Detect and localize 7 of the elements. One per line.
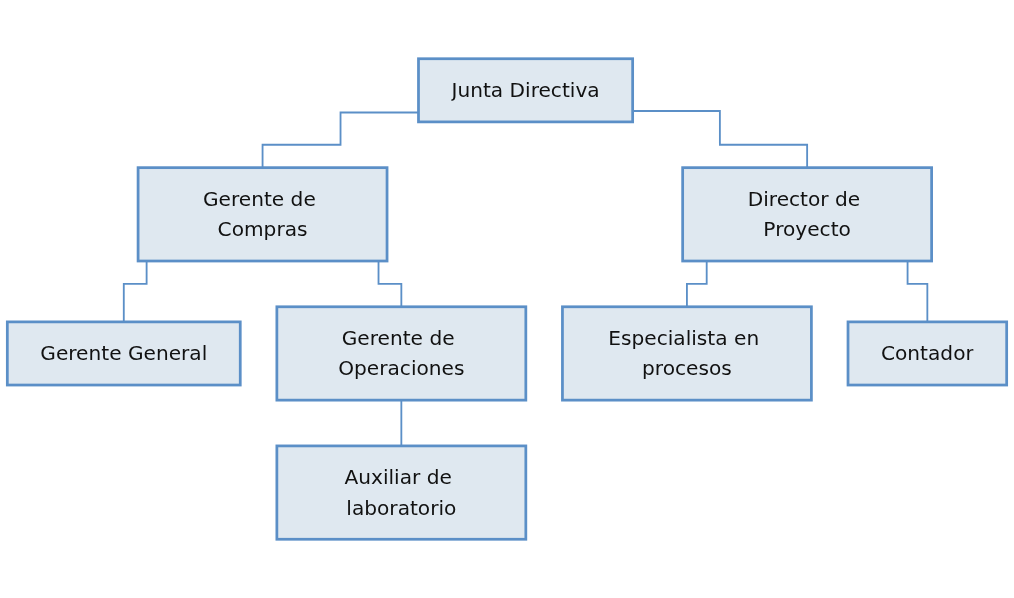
node-box: Gerente de Operaciones bbox=[275, 305, 528, 402]
node-box: Especialista en procesos bbox=[561, 305, 813, 402]
node-box: Gerente General bbox=[5, 320, 242, 387]
node-box: Contador bbox=[846, 320, 1009, 387]
node-box: Auxiliar de laboratorio bbox=[275, 444, 528, 541]
node-box: Gerente de Compras bbox=[136, 166, 389, 263]
node-box: Director de Proyecto bbox=[681, 166, 933, 263]
